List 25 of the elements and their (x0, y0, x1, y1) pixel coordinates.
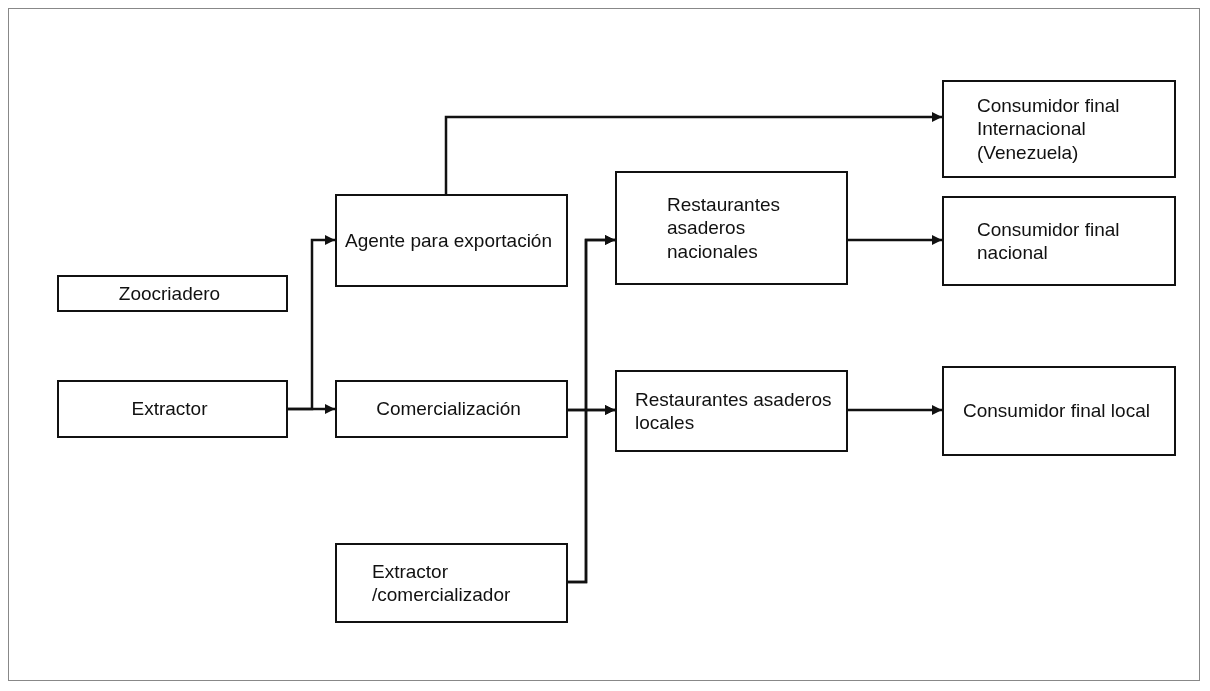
node-label: Zoocriadero (118, 281, 221, 306)
process-box (942, 80, 1176, 178)
arrow (444, 112, 942, 194)
process-box (335, 543, 568, 623)
process-box (615, 370, 848, 452)
process-box (942, 366, 1176, 456)
node-label: Consumidor final nacional (977, 217, 1121, 265)
arrow (568, 405, 615, 584)
node-label: Consumidor final Internacional (Venezuela) (977, 94, 1121, 164)
process-box (57, 275, 288, 312)
node-label: Consumidor final local (963, 399, 1150, 423)
node-label: Restaurantes asaderos nacionales (667, 193, 781, 263)
process-box (615, 171, 848, 285)
arrow (288, 404, 335, 414)
process-box (335, 380, 568, 438)
node-label: Restaurantes asaderos locales (635, 387, 833, 435)
node-label: Extractor /comercializador (372, 559, 512, 607)
node-label: Comercialización (376, 397, 521, 421)
process-box (335, 194, 568, 287)
arrow (848, 235, 942, 245)
node-label: Agente para exportación (344, 228, 552, 253)
arrow (848, 405, 942, 415)
process-box (942, 196, 1176, 286)
node-label: Extractor (131, 397, 208, 421)
process-box (57, 380, 288, 438)
